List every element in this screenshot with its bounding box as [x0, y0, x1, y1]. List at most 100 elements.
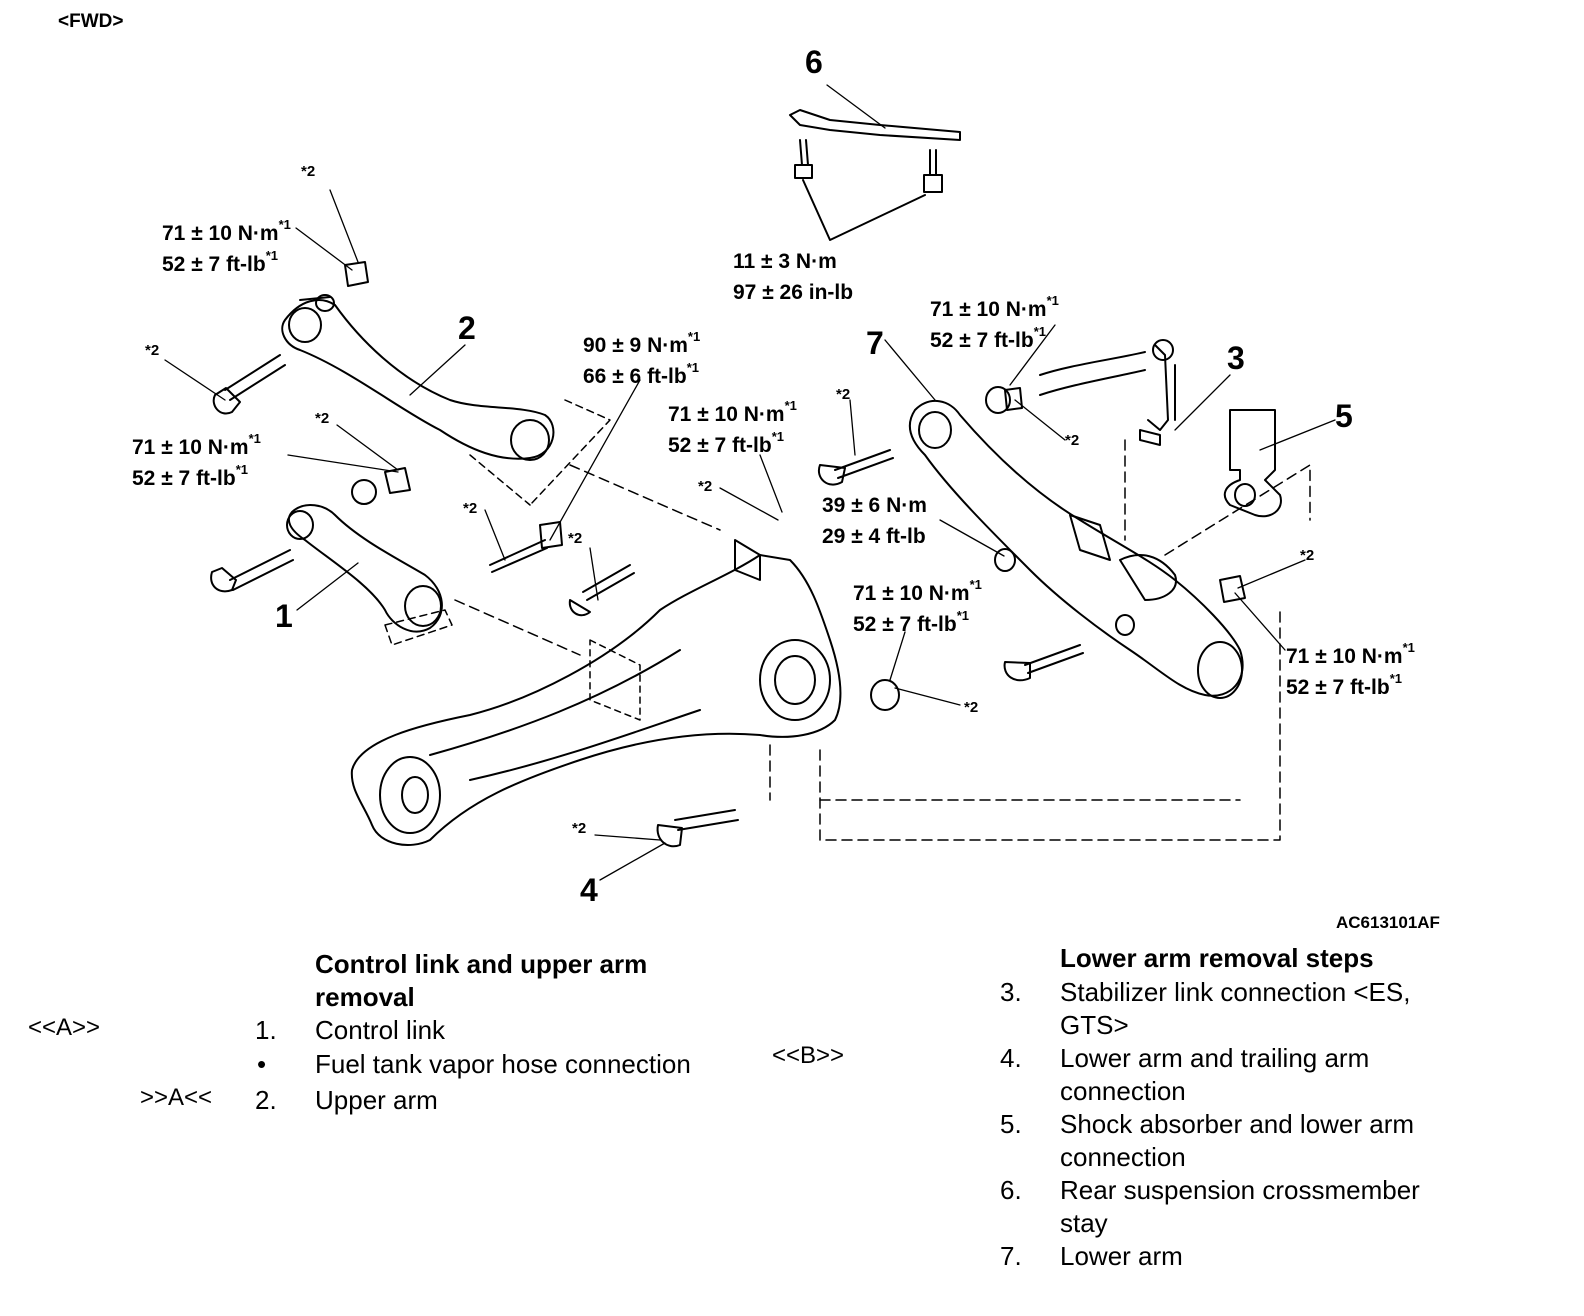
step-text: Shock absorber and lower arm connection	[1060, 1108, 1414, 1174]
torque-39: 39 ± 6 N·m 29 ± 4 ft-lb	[822, 490, 927, 552]
lower-arm	[908, 400, 1244, 697]
step-text-line1: Lower arm and trailing arm	[1060, 1043, 1370, 1073]
trailing-arm-bushing	[379, 756, 441, 834]
lower-arm-bolt-left	[817, 449, 894, 486]
callout-1: 1	[275, 598, 293, 634]
trailing-arm-bolt	[656, 809, 739, 848]
note-star2: *2	[463, 500, 478, 517]
callout-6: 6	[805, 44, 823, 80]
footnote-1: *1	[1389, 671, 1403, 686]
torque-value-nm: 71 ± 10 N·m	[1286, 645, 1403, 668]
left-title-line2: removal	[315, 982, 415, 1012]
left-title-line1: Control link and upper arm	[315, 949, 648, 979]
footnote-1: *1	[265, 248, 279, 263]
trailing-arm	[350, 554, 842, 846]
figure-code: AC613101AF	[1336, 913, 1440, 932]
step-text: Control link	[315, 1015, 446, 1045]
trailing-arm-bracket	[734, 539, 761, 581]
note-star2: *2	[572, 820, 587, 837]
step-text-line2: stay	[1060, 1208, 1108, 1238]
torque-value-nm: 39 ± 6 N·m	[822, 494, 927, 517]
footnote-1: *1	[1402, 640, 1415, 655]
torque-center-right: 71 ± 10 N·m*1 52 ± 7 ft-lb*1	[853, 578, 982, 640]
footnote-1: *1	[784, 398, 797, 413]
torque-value-ft: 52 ± 7 ft-lb	[668, 434, 772, 457]
control-link-nut	[384, 467, 411, 494]
step-text: Rear suspension crossmember stay	[1060, 1174, 1420, 1240]
callout-7: 7	[866, 325, 884, 361]
bullet-icon: •	[257, 1049, 267, 1079]
torque-value-nm: 71 ± 10 N·m	[162, 222, 279, 245]
callout-2: 2	[458, 310, 476, 346]
torque-value-ft: 66 ± 6 ft-lb	[583, 365, 687, 388]
control-link-washer	[351, 479, 377, 505]
note-star2: *2	[301, 163, 316, 180]
trailing-arm-bushing-hole	[401, 776, 429, 814]
control-link-bolt	[210, 549, 294, 593]
note-star2: *2	[145, 342, 160, 359]
note-star2: *2	[568, 530, 583, 547]
torque-value-ft: 52 ± 7 ft-lb	[930, 329, 1034, 352]
lower-arm-washer	[985, 386, 1011, 414]
step-number: 3.	[1000, 977, 1022, 1007]
stabilizer-link	[1147, 344, 1176, 431]
callout-3: 3	[1227, 340, 1245, 376]
lower-arm-nut-39	[994, 548, 1016, 572]
step-text-line2: GTS>	[1060, 1010, 1129, 1040]
center-bolt-90	[489, 521, 563, 573]
stabilizer-bar	[1039, 351, 1146, 396]
step-number: 4.	[1000, 1043, 1022, 1073]
step-number: 6.	[1000, 1175, 1022, 1205]
step-number: 7.	[1000, 1241, 1022, 1271]
note-star2: *2	[315, 410, 330, 427]
torque-value-ft: 52 ± 7 ft-lb	[132, 467, 236, 490]
step-text-line2: connection	[1060, 1142, 1186, 1172]
torque-value-nm: 11 ± 3 N·m	[733, 250, 837, 273]
stay-bolt-right	[923, 149, 943, 193]
upper-arm	[281, 299, 555, 460]
torque-value-nm: 71 ± 10 N·m	[668, 403, 785, 426]
center-bolt-2	[568, 564, 635, 617]
footnote-1: *1	[278, 217, 291, 232]
callout-4: 4	[580, 872, 598, 908]
shock-absorber	[1223, 409, 1282, 518]
upper-arm-nut	[344, 261, 369, 287]
torque-middle: 71 ± 10 N·m*1 52 ± 7 ft-lb*1	[668, 399, 797, 461]
torque-value-ft: 52 ± 7 ft-lb	[853, 613, 957, 636]
ref-a-install-label: <<A>>	[28, 1014, 101, 1041]
note-star2: *2	[836, 386, 851, 403]
torque-value-nm: 71 ± 10 N·m	[853, 582, 970, 605]
ref-a-removal-label: >>A<<	[140, 1084, 213, 1111]
step-number: 5.	[1000, 1109, 1022, 1139]
step-text-line1: Stabilizer link connection <ES,	[1060, 977, 1411, 1007]
torque-stay-11: 11 ± 3 N·m 97 ± 26 in-lb	[733, 246, 853, 308]
note-star2: *2	[964, 699, 979, 716]
footnote-1: *1	[686, 360, 700, 375]
footnote-1: *1	[235, 462, 249, 477]
torque-center-90: 90 ± 9 N·m*1 66 ± 6 ft-lb*1	[583, 330, 700, 392]
lower-arm-bolt-right	[1003, 644, 1084, 682]
step-text-line2: connection	[1060, 1076, 1186, 1106]
step-text: Fuel tank vapor hose connection	[315, 1049, 691, 1079]
footnote-1: *1	[956, 608, 970, 623]
step-text-line1: Rear suspension crossmember	[1060, 1175, 1420, 1205]
note-star2: *2	[1300, 547, 1315, 564]
crossmember-stay	[789, 109, 961, 141]
footnote-1: *1	[771, 429, 785, 444]
upper-arm-bolt	[212, 354, 286, 415]
footnote-1: *1	[248, 431, 261, 446]
step-number: 1.	[255, 1015, 277, 1045]
step-text: Lower arm and trailing arm connection	[1060, 1042, 1369, 1108]
fwd-label: <FWD>	[58, 11, 124, 32]
step-text-line1: Shock absorber and lower arm	[1060, 1109, 1415, 1139]
torque-upper-left: 71 ± 10 N·m*1 52 ± 7 ft-lb*1	[162, 218, 291, 280]
ref-b: <<B>>	[772, 1042, 845, 1069]
torque-value-ft: 29 ± 4 ft-lb	[822, 525, 926, 548]
step-text: Stabilizer link connection <ES, GTS>	[1060, 976, 1410, 1042]
callout-5: 5	[1335, 398, 1353, 434]
torque-value-ft: 52 ± 7 ft-lb	[162, 253, 266, 276]
left-procedure-title: Control link and upper arm removal	[315, 948, 647, 1014]
note-star2: *2	[1065, 432, 1080, 449]
torque-value-ft: 52 ± 7 ft-lb	[1286, 676, 1390, 699]
torque-value-nm: 71 ± 10 N·m	[132, 436, 249, 459]
